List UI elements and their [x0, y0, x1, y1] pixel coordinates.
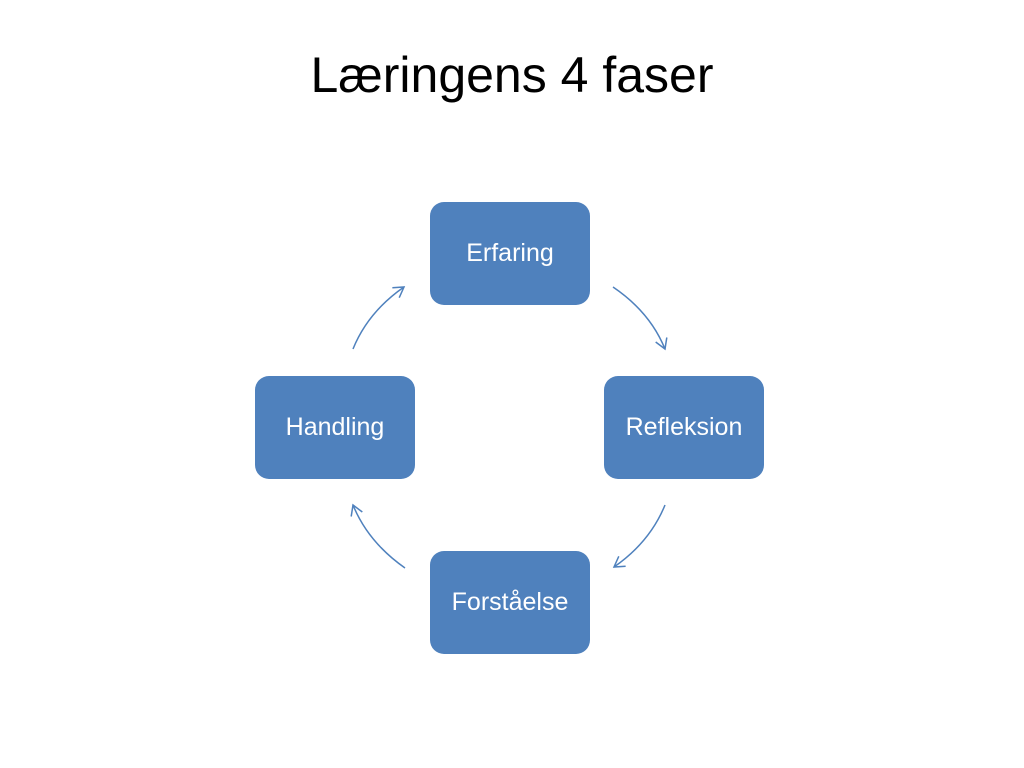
- arrow-right-to-bottom: [612, 504, 666, 568]
- node-label: Forståelse: [451, 588, 569, 616]
- arrow-bottom-to-left: [350, 503, 406, 569]
- node-forstaaelse: Forståelse: [430, 551, 590, 654]
- node-label: Erfaring: [466, 239, 554, 267]
- node-label: Handling: [285, 413, 385, 441]
- node-erfaring: Erfaring: [430, 202, 590, 305]
- arrow-top-to-right: [612, 286, 668, 351]
- node-handling: Handling: [255, 376, 415, 479]
- arrow-left-to-top: [352, 286, 406, 350]
- slide-title: Læringens 4 faser: [310, 47, 714, 103]
- node-refleksion: Refleksion: [604, 376, 764, 479]
- node-label: Refleksion: [625, 413, 743, 441]
